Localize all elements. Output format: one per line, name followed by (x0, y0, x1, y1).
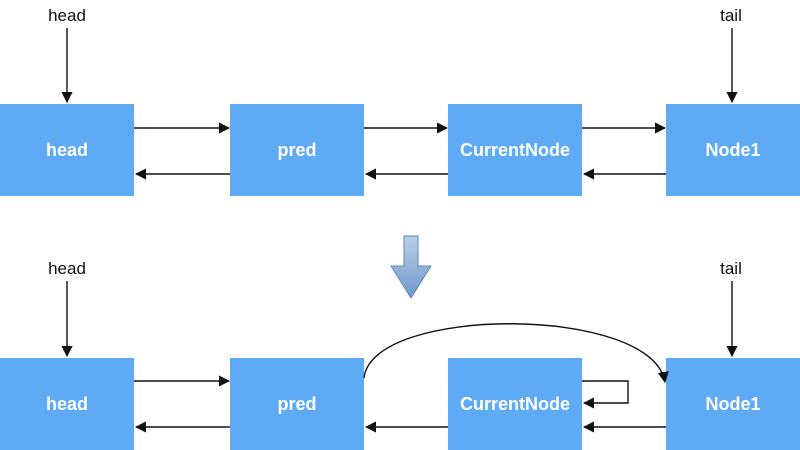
head-pointer-label-top: head (48, 6, 86, 25)
node-head-bottom: head (0, 358, 134, 450)
node-node1-top: Node1 (666, 104, 800, 196)
node-label: head (45, 393, 88, 414)
node-pred-top: pred (230, 104, 364, 196)
node-label: CurrentNode (459, 393, 570, 414)
self-loop-currentnode (582, 380, 629, 409)
node-label: head (45, 139, 88, 160)
next-link-pred-node1-bypass (363, 323, 669, 384)
node-node1-bottom: Node1 (666, 358, 800, 450)
node-currentnode-bottom: CurrentNode (448, 358, 582, 450)
node-head-top: head (0, 104, 134, 196)
tail-pointer-label-top: tail (720, 6, 742, 25)
node-label: Node1 (705, 139, 761, 160)
node-label: Node1 (705, 393, 761, 414)
node-currentnode-top: CurrentNode (448, 104, 582, 196)
node-label: pred (277, 139, 317, 160)
node-label: pred (277, 393, 317, 414)
head-pointer-label-bottom: head (48, 259, 86, 278)
node-pred-bottom: pred (230, 358, 364, 450)
tail-pointer-label-bottom: tail (720, 259, 742, 278)
transition-arrow-icon (390, 235, 432, 299)
node-label: CurrentNode (459, 139, 570, 160)
